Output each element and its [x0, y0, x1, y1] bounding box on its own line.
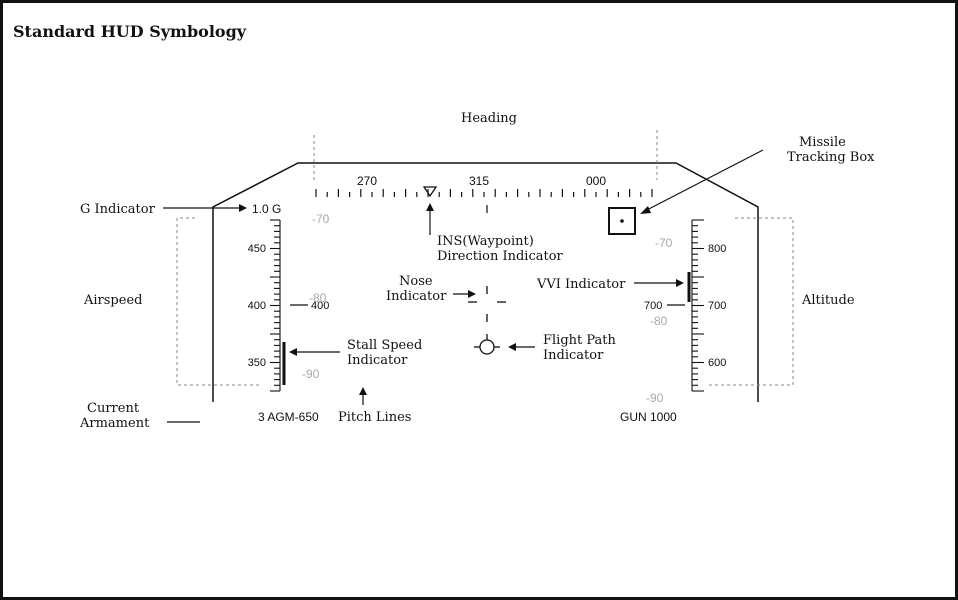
- heading-tick-label: 000: [586, 174, 606, 188]
- arrowhead-icon: [676, 279, 684, 287]
- pitch-number: -70: [655, 236, 673, 250]
- current-armament-callout-label: Armament: [79, 416, 150, 431]
- missile-callout-arrow: [642, 149, 764, 213]
- vvi-callout-label: VVI Indicator: [536, 277, 626, 292]
- pitch-number: -80: [650, 314, 668, 328]
- airspeed-tape: [270, 219, 281, 392]
- g-indicator-callout-label: G Indicator: [80, 202, 156, 217]
- missile-callout-label: Tracking Box: [787, 150, 875, 165]
- altitude-tick-label: 700: [708, 300, 726, 312]
- armament-right-readout: GUN 1000: [620, 410, 677, 424]
- arrowhead-icon: [359, 387, 367, 395]
- airspeed-tick-label: 350: [248, 357, 266, 369]
- flight-path-marker-icon: [474, 334, 500, 355]
- arrowhead-icon: [508, 343, 516, 351]
- heading-tick-label: 270: [357, 174, 377, 188]
- pitch-number: -80: [309, 291, 327, 305]
- altitude-tape: [691, 219, 704, 392]
- arrowhead-icon: [468, 290, 476, 298]
- heading-label: Heading: [461, 111, 517, 126]
- airspeed-guide-box: [176, 217, 260, 386]
- arrowhead-icon: [640, 206, 651, 214]
- altitude-current-readout: 700: [644, 300, 662, 312]
- pitch-number: -90: [302, 367, 320, 381]
- current-armament-callout-label: Current: [87, 401, 140, 416]
- missile-tracking-box-icon: [608, 207, 636, 235]
- fpi-callout-label: Flight Path: [543, 333, 617, 348]
- airspeed-tick-label: 450: [248, 243, 266, 255]
- fpi-callout-label: Indicator: [543, 348, 604, 363]
- arrowhead-icon: [426, 203, 434, 211]
- altitude-tick-label: 600: [708, 357, 726, 369]
- missile-callout-label: Missile: [799, 135, 846, 150]
- missile-tracking-dot-icon: [620, 219, 624, 223]
- nose-callout-label: Nose: [399, 274, 433, 289]
- arrowhead-icon: [239, 204, 247, 212]
- ins-waypoint-triangle-icon: [422, 186, 438, 198]
- dashed-guides: [176, 130, 794, 386]
- diagram-title: Standard HUD Symbology: [13, 22, 247, 41]
- nose-indicator-icon: [468, 286, 506, 322]
- altitude-tick-label: 800: [708, 243, 726, 255]
- armament-left-readout: 3 AGM-650: [258, 410, 319, 424]
- hud-frame-outline: [212, 162, 759, 402]
- pitch-number: -90: [646, 391, 664, 405]
- ins-callout-label: INS(Waypoint): [437, 234, 534, 249]
- stall-speed-callout-label: Indicator: [347, 353, 408, 368]
- altitude-label: Altitude: [801, 293, 855, 308]
- arrowhead-icon: [289, 348, 297, 356]
- airspeed-current-readout: 400: [311, 300, 329, 312]
- airspeed-label: Airspeed: [83, 293, 142, 308]
- pitch-lines-callout-label: Pitch Lines: [338, 410, 411, 425]
- airspeed-tick-label: 400: [248, 300, 266, 312]
- g-readout: 1.0 G: [252, 202, 281, 216]
- nose-callout-label: Indicator: [386, 289, 447, 304]
- heading-tick-label: 315: [469, 174, 489, 188]
- pitch-number: -70: [312, 212, 330, 226]
- stall-speed-callout-label: Stall Speed: [347, 338, 422, 353]
- ins-callout-label: Direction Indicator: [437, 249, 564, 264]
